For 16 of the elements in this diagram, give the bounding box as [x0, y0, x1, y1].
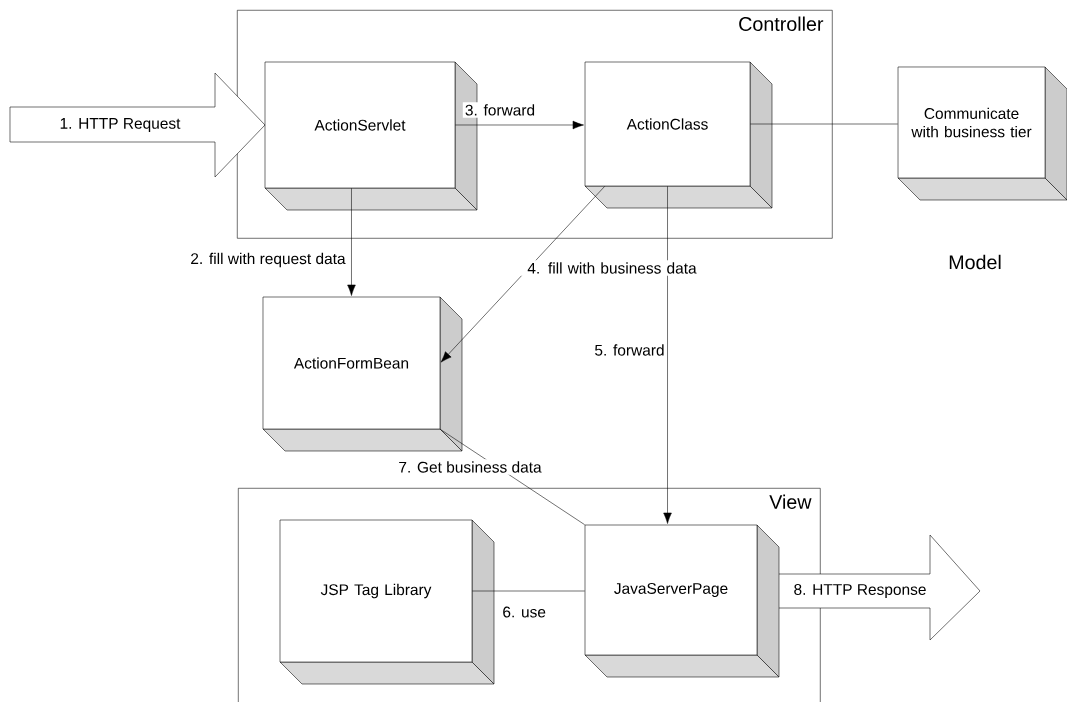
arrow: [347, 188, 356, 296]
block-3d: JavaServerPage: [584, 524, 780, 678]
block-3d: Communicate with business tier: [897, 66, 1067, 201]
edge-label: 3. forward: [462, 102, 538, 118]
edge-label: 2. fill with request data: [188, 250, 348, 270]
edge-label: 5. forward: [592, 342, 667, 358]
layer-label: Model: [949, 254, 1001, 270]
edge-label: 6. use: [500, 604, 549, 620]
block-3d: ActionClass: [584, 61, 773, 209]
edge-label: 7. Get business data: [396, 459, 544, 475]
block-3d: ActionFormBean: [262, 296, 463, 452]
arrow: [455, 120, 584, 130]
arrow: [663, 186, 672, 524]
block-3d: JSP Tag Library: [279, 519, 495, 685]
edge-label: 4. fill with business data: [520, 260, 704, 276]
arrow: [440, 186, 606, 363]
